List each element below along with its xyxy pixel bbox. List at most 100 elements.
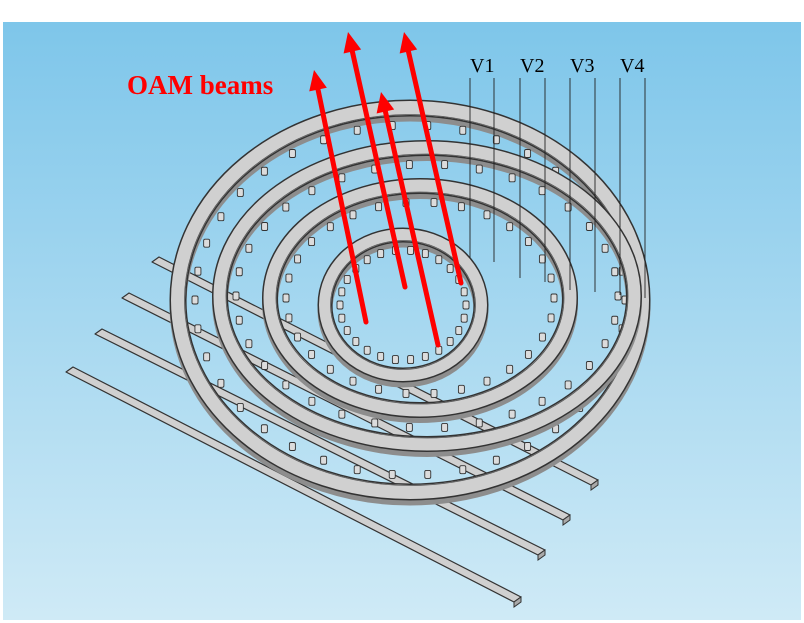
ring-4-stud	[191, 295, 199, 305]
oam-beam-arrow-1	[309, 70, 369, 325]
ring-3-stud	[475, 418, 483, 428]
ring-3-stud	[441, 160, 449, 170]
ring-3-stud	[245, 339, 253, 349]
ring-1	[317, 227, 489, 388]
ring-4-stud	[353, 125, 361, 135]
ring-2-stud	[506, 222, 514, 232]
feed-line-4	[65, 366, 522, 608]
ring-3	[212, 140, 642, 457]
ring-2-stud	[308, 237, 316, 247]
ring-2-stud	[402, 389, 410, 398]
ring-2-stud	[326, 364, 334, 374]
beam-shaft	[405, 49, 464, 286]
ring-label-v2: V2	[520, 55, 545, 77]
ring-3-stud	[538, 186, 546, 196]
ring-label-v3: V3	[570, 55, 595, 77]
ring-3-stud	[308, 396, 316, 406]
beam-shaft	[382, 109, 441, 348]
ring-1-stud	[352, 337, 360, 346]
ring-2-stud	[308, 349, 316, 359]
ring-2-stud	[349, 376, 357, 386]
ring-1-stud	[435, 255, 443, 265]
ring-3-stud	[405, 422, 413, 432]
ring-3-stud	[601, 339, 609, 349]
ring-4-stud	[217, 378, 225, 388]
beam-shaft	[315, 87, 369, 325]
ring-3-stud	[538, 396, 546, 406]
ring-1-stud	[377, 249, 385, 259]
ring-3-stud	[338, 173, 346, 183]
ring-2-stud	[349, 210, 357, 220]
ring-3-stud	[235, 315, 243, 325]
beam-arrowhead	[309, 70, 327, 92]
ring-4-stud	[203, 238, 211, 248]
ring-2-stud	[294, 332, 302, 342]
ring-4-stud	[424, 469, 432, 479]
ring-2-stud	[326, 222, 334, 232]
ring-3-stud	[371, 418, 379, 428]
ring-2-stud	[282, 293, 290, 303]
ring-4-stud	[524, 149, 532, 158]
ring-1-stud	[460, 313, 468, 323]
ring-1-stud	[338, 313, 346, 323]
beam-arrowhead	[343, 32, 362, 54]
ring-3-stud	[564, 380, 572, 390]
ring-1-stud	[343, 326, 351, 336]
ring-3-stud	[585, 222, 593, 231]
label-leader-lines	[469, 78, 646, 298]
oam-beam-arrow-3	[376, 92, 441, 348]
ring-1-stud	[407, 355, 415, 365]
ring-1-stud	[407, 245, 415, 255]
ring-4-stud	[388, 469, 396, 479]
oam-beam-arrow-4	[399, 32, 464, 286]
ring-3-stud	[282, 202, 290, 212]
ring-1-stud	[336, 300, 344, 310]
ring-3-stud	[245, 243, 253, 253]
ring-1-stud	[421, 249, 429, 259]
ring-1-stud	[460, 287, 468, 297]
ring-1-stud	[363, 255, 371, 265]
ring-4-stud	[217, 212, 225, 222]
beam-arrowhead	[399, 32, 418, 54]
ring-3-stud	[282, 380, 290, 390]
ring-4-stud	[260, 166, 268, 176]
ring-2-stud	[483, 210, 491, 220]
ring-2-stud	[375, 202, 383, 212]
ring-3-stud	[508, 409, 516, 419]
ring-3-stud	[611, 315, 619, 325]
ring-3-stud	[261, 222, 269, 231]
ring-1-stud	[446, 264, 454, 273]
ring-2-stud	[550, 293, 558, 303]
ring-3-stud	[585, 361, 593, 370]
ring-1-stud	[391, 355, 399, 365]
ring-3-stud	[235, 267, 243, 277]
ring-1-stud	[421, 351, 429, 361]
ring-4-stud	[236, 403, 244, 412]
ring-4-stud	[459, 465, 467, 475]
ring-label-v4: V4	[620, 55, 645, 77]
ring-1-stud	[462, 300, 470, 310]
ring-4-stud	[459, 125, 467, 135]
ring-2-stud	[457, 202, 465, 212]
ring-3-stud	[614, 291, 622, 301]
ring-1-stud	[343, 274, 351, 284]
ring-3-stud	[611, 267, 619, 277]
ring-4-stud	[194, 324, 202, 334]
ring-3-stud	[338, 409, 346, 419]
ring-1-stud	[435, 345, 443, 355]
ring-3-stud	[441, 422, 449, 432]
ring-2-stud	[375, 384, 383, 394]
ring-2-stud	[547, 313, 555, 323]
background-panel	[3, 22, 801, 620]
ring-4-stud	[492, 455, 500, 465]
ring-4-stud	[524, 442, 532, 451]
beam-shaft	[349, 49, 408, 290]
ring-label-v1: V1	[470, 55, 495, 77]
ring-3-stud	[475, 164, 483, 174]
ring-1-stud	[446, 337, 454, 346]
ring-3-stud	[232, 291, 240, 301]
ring-3-stud	[261, 361, 269, 370]
ring-4-stud	[353, 465, 361, 475]
ring-2-stud	[538, 332, 546, 342]
